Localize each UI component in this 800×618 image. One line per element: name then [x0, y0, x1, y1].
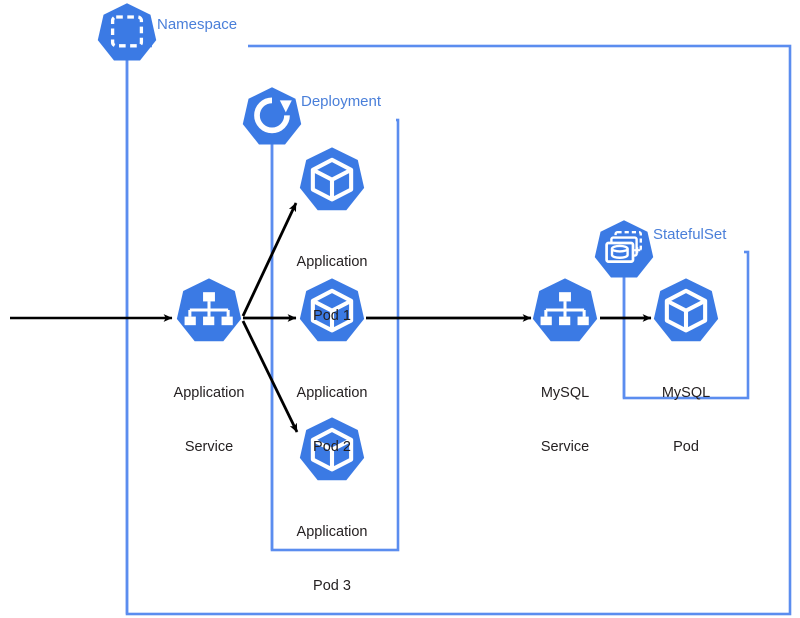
statefulset-icon: [594, 220, 654, 278]
node-label-line1: MySQL: [661, 385, 711, 401]
arrow-application-service-to-application-pod-3: [241, 320, 299, 433]
node-label-line2: Pod: [673, 439, 699, 455]
mysql-service-icon: [532, 278, 598, 342]
node-label-mysql-service: MySQL Service: [500, 348, 630, 492]
node-label-application-service: Application Service: [139, 348, 279, 492]
application-service-icon: [176, 278, 242, 342]
application-pod-3-icon: [299, 417, 365, 481]
mysql-pod-icon: [653, 278, 719, 342]
application-pod-2-icon: [299, 278, 365, 342]
node-label-mysql-pod: MySQL Pod: [621, 348, 751, 492]
group-label-deployment: Deployment: [301, 93, 382, 110]
node-label-line2: Pod 2: [313, 439, 351, 455]
group-label-statefulset: StatefulSet: [653, 226, 727, 243]
node-label-line2: Pod 1: [313, 308, 351, 324]
group-label-namespace: Namespace: [157, 16, 238, 33]
node-label-line1: Application: [296, 524, 368, 540]
node-label-line2: Service: [540, 439, 590, 455]
node-label-line1: Application: [173, 385, 245, 401]
node-label-line2: Service: [184, 439, 234, 455]
deployment-icon: [242, 87, 302, 145]
node-label-application-pod-2: Application Pod 2: [262, 348, 402, 492]
node-label-line1: Application: [296, 254, 368, 270]
arrow-application-service-to-application-pod-1: [241, 202, 298, 317]
node-label-application-pod-3: Application Pod 3: [262, 487, 402, 618]
node-label-application-pod-1: Application Pod 1: [262, 217, 402, 361]
node-label-line2: Pod 3: [313, 578, 351, 594]
namespace-icon: [97, 3, 157, 61]
application-pod-1-icon: [299, 147, 365, 211]
node-label-line1: Application: [296, 385, 368, 401]
node-label-line1: MySQL: [540, 385, 590, 401]
